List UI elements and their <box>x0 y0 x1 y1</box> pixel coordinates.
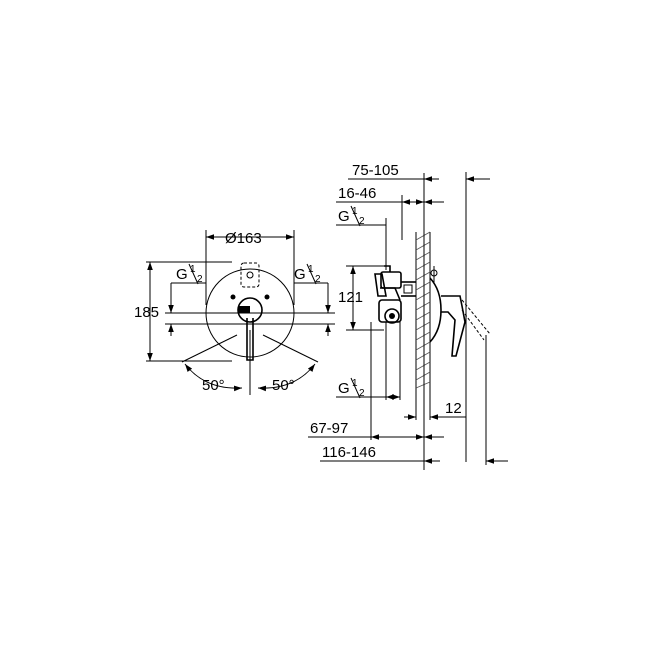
depth-range-label: 75-105 <box>352 162 399 179</box>
thread-top-den: 2 <box>359 216 365 227</box>
screw-left <box>230 294 236 300</box>
thread-left-num: 1 <box>190 264 196 275</box>
thread-right-den: 2 <box>315 274 321 285</box>
angle-left-label: 50° <box>202 377 225 394</box>
thread-top-g: G <box>338 208 350 225</box>
side-view: 75-105 16-46 G 1 2 121 G 1 2 12 67 <box>308 162 508 470</box>
range-67-97-label: 67-97 <box>310 420 348 437</box>
thread-bottom-g: G <box>338 380 350 397</box>
lever-side <box>441 295 466 357</box>
angle-right-label: 50° <box>272 377 295 394</box>
diverter-knob <box>240 262 260 288</box>
front-view: Ø163 185 G 1 2 G 1 2 50° 50° <box>134 230 335 395</box>
valve-body <box>374 265 416 324</box>
thread-bottom-den: 2 <box>359 388 365 399</box>
escutcheon-side <box>429 277 442 343</box>
height-185-label: 185 <box>134 304 159 321</box>
thread-top-num: 1 <box>352 206 358 217</box>
screw-right <box>264 294 270 300</box>
thread-right-num: 1 <box>308 264 314 275</box>
thread-right-g: G <box>294 266 306 283</box>
thread-left-g: G <box>176 266 188 283</box>
height-121-label: 121 <box>338 289 363 306</box>
wall-section <box>415 231 431 389</box>
thread-left-den: 2 <box>197 274 203 285</box>
offset-range-label: 16-46 <box>338 185 376 202</box>
thread-bottom-num: 1 <box>352 378 358 389</box>
range-116-146-label: 116-146 <box>322 444 376 461</box>
dim-12-label: 12 <box>445 400 462 417</box>
diameter-label: Ø163 <box>225 230 262 247</box>
